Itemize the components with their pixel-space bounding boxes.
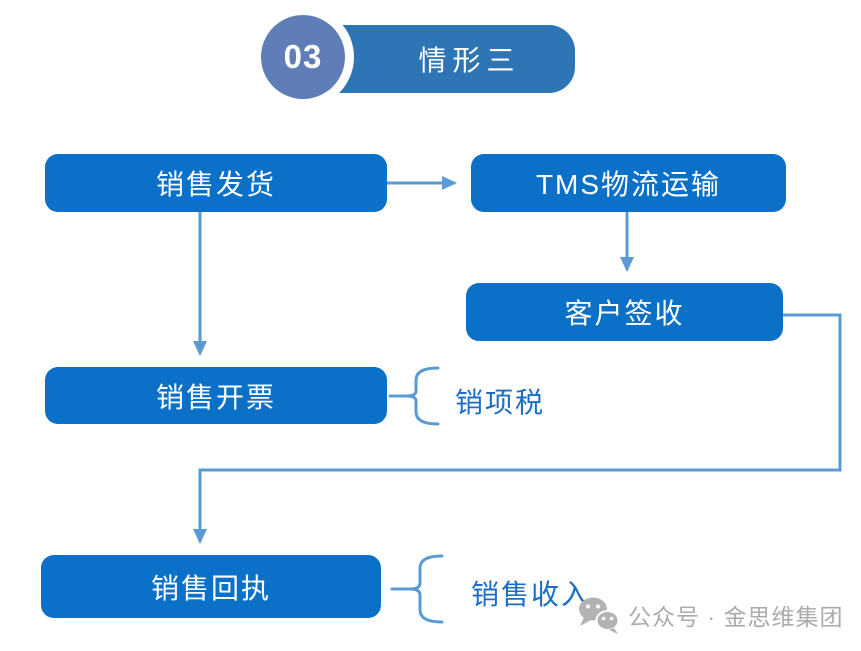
brace-output-tax: [388, 366, 440, 426]
wechat-icon: [579, 597, 620, 634]
connector-signoff-to-receipt: [193, 313, 842, 544]
flow-node-tms-logistics: TMS物流运输: [471, 154, 786, 212]
annotation-output-tax: 销项税: [455, 387, 546, 418]
flow-node-label: 销售回执: [150, 572, 271, 604]
watermark: 公众号 · 金思维集团: [577, 595, 843, 635]
flow-node-label: TMS物流运输: [535, 169, 722, 200]
flow-node-sales-receipt: 销售回执: [41, 555, 381, 618]
brace-sales-revenue: [390, 554, 444, 624]
annotation-sales-revenue: 销售收入: [471, 579, 592, 610]
section-title: 情形三: [418, 45, 521, 76]
section-number-badge: 03: [261, 15, 345, 99]
watermark-text: 公众号 · 金思维集团: [628, 604, 844, 630]
flow-node-label: 客户签收: [564, 298, 685, 329]
section-number: 03: [283, 38, 323, 75]
flow-node-sales-shipping: 销售发货: [45, 154, 387, 212]
flow-node-sales-invoicing: 销售开票: [45, 367, 387, 424]
flow-node-label: 销售开票: [155, 381, 276, 413]
flow-node-customer-signoff: 客户签收: [466, 283, 783, 341]
flow-node-label: 销售发货: [155, 169, 276, 200]
